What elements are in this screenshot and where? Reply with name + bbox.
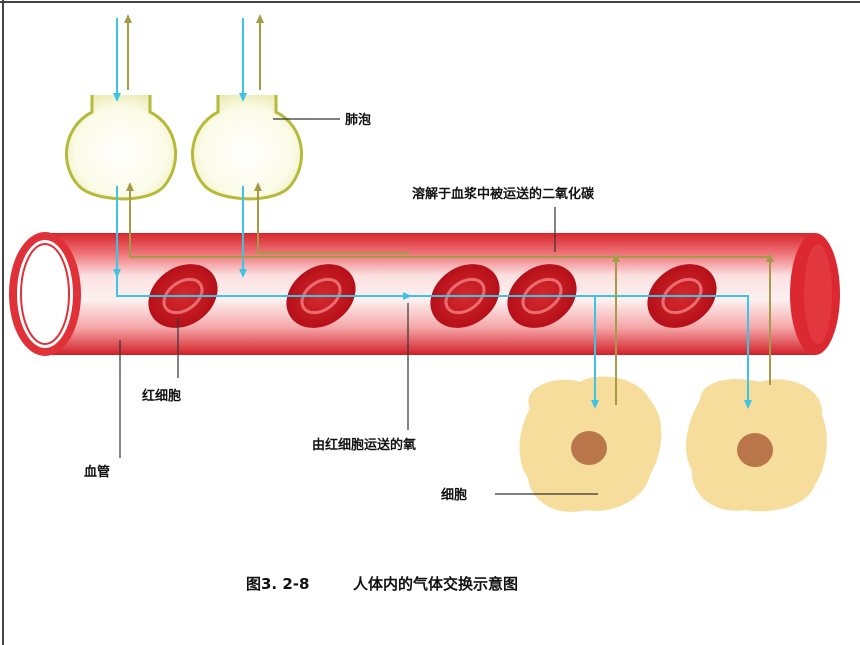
label-oxygen-by-rbc: 由红细胞运送的氧 <box>312 437 416 453</box>
label-tissue-cell: 细胞 <box>441 487 467 503</box>
red-blood-cells <box>148 264 717 328</box>
tissue-cell-right <box>686 379 827 512</box>
co2-pathway <box>124 14 774 405</box>
alveolus-left <box>65 95 178 201</box>
leader-lines <box>119 118 598 495</box>
oxygen-pathway <box>113 18 752 409</box>
nucleus-left <box>571 431 607 465</box>
oxygen-arrow <box>116 274 412 300</box>
label-red-blood-cell: 红细胞 <box>142 388 181 404</box>
tissue-cell-left <box>519 376 662 512</box>
label-co2-plasma: 溶解于血浆中被运送的二氧化碳 <box>412 186 595 202</box>
co2-arrow <box>254 182 410 254</box>
figure-number: 图3. 2-8 <box>246 575 309 593</box>
oxygen-arrow <box>408 295 752 409</box>
label-blood-vessel: 血管 <box>84 464 110 480</box>
nucleus-right <box>737 433 773 467</box>
label-alveolus: 肺泡 <box>345 112 371 128</box>
figure-title: 人体内的气体交换示意图 <box>353 575 518 593</box>
oxygen-arrow <box>575 295 599 409</box>
co2-arrow <box>126 182 770 258</box>
alveolus-right <box>191 95 304 201</box>
